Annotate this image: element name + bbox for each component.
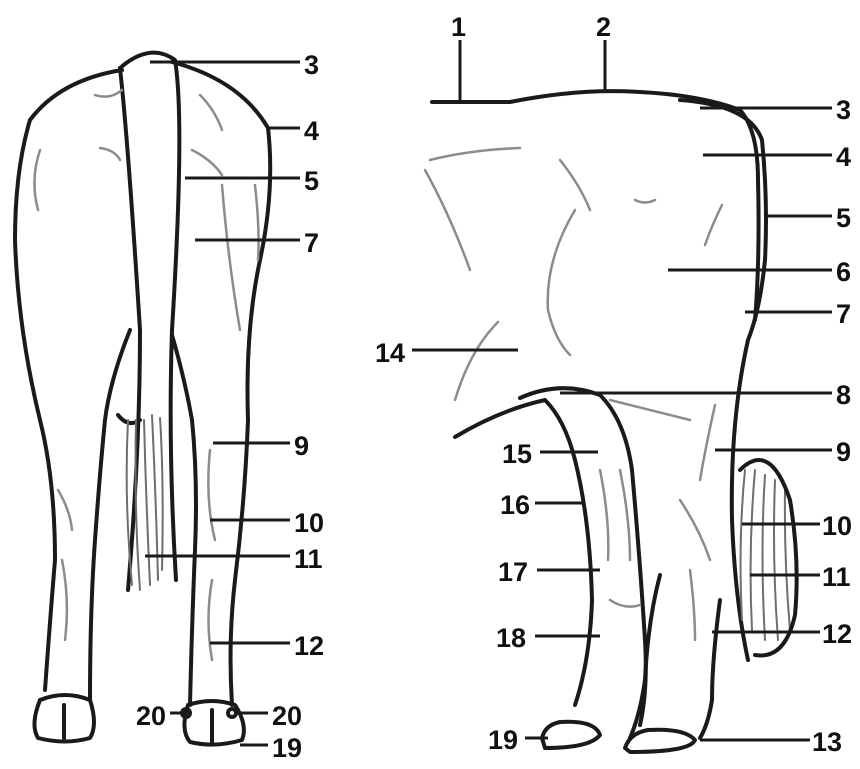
rear-label-10: 10	[294, 508, 324, 538]
rear-view-figure	[15, 53, 270, 745]
rear-label-9: 9	[294, 431, 309, 461]
side-label-12: 12	[822, 619, 852, 649]
rear-label-5: 5	[304, 166, 319, 196]
side-label-15: 15	[502, 439, 532, 469]
side-label-13: 13	[812, 727, 842, 757]
rear-label-4: 4	[304, 116, 319, 146]
rear-label-20-right: 20	[272, 701, 302, 731]
side-tail-inner	[740, 110, 759, 320]
rear-label-20-left: 20	[136, 701, 166, 731]
side-label-5: 5	[836, 203, 851, 233]
rear-leaders	[145, 62, 300, 745]
rear-tail	[120, 53, 179, 590]
side-label-1: 1	[451, 12, 466, 42]
side-label-7: 7	[836, 299, 851, 329]
rear-label-7: 7	[304, 228, 319, 258]
side-label-6: 6	[836, 257, 851, 287]
dewclaw-right-marker	[228, 709, 236, 717]
side-label-4: 4	[836, 142, 851, 172]
side-label-8: 8	[836, 380, 851, 410]
side-rear-hoof	[625, 730, 695, 752]
side-label-17: 17	[498, 557, 528, 587]
side-label-11: 11	[822, 562, 851, 592]
rear-left-hoof	[34, 695, 94, 742]
rear-right-outline	[172, 62, 270, 705]
rear-label-19: 19	[272, 733, 302, 763]
side-tail-switch	[740, 460, 797, 656]
rear-right-inner	[172, 335, 196, 705]
side-label-19: 19	[488, 725, 518, 755]
side-label-9: 9	[836, 437, 851, 467]
rear-left-outline	[15, 70, 122, 690]
side-hock-front	[630, 575, 660, 738]
side-front-hoof	[542, 722, 600, 748]
rear-left-inner	[90, 330, 130, 700]
side-label-18: 18	[496, 623, 526, 653]
side-label-14: 14	[375, 338, 405, 368]
side-label-3: 3	[836, 95, 851, 125]
rear-label-3: 3	[304, 50, 319, 80]
rear-right-hoof	[184, 701, 243, 745]
side-label-10: 10	[822, 511, 852, 541]
side-label-2: 2	[596, 12, 611, 42]
side-view-figure	[425, 91, 797, 752]
rear-label-12: 12	[294, 631, 324, 661]
side-leaders	[412, 40, 832, 740]
rear-label-11: 11	[294, 544, 323, 574]
side-label-16: 16	[500, 490, 530, 520]
side-hock-rear	[700, 600, 720, 738]
